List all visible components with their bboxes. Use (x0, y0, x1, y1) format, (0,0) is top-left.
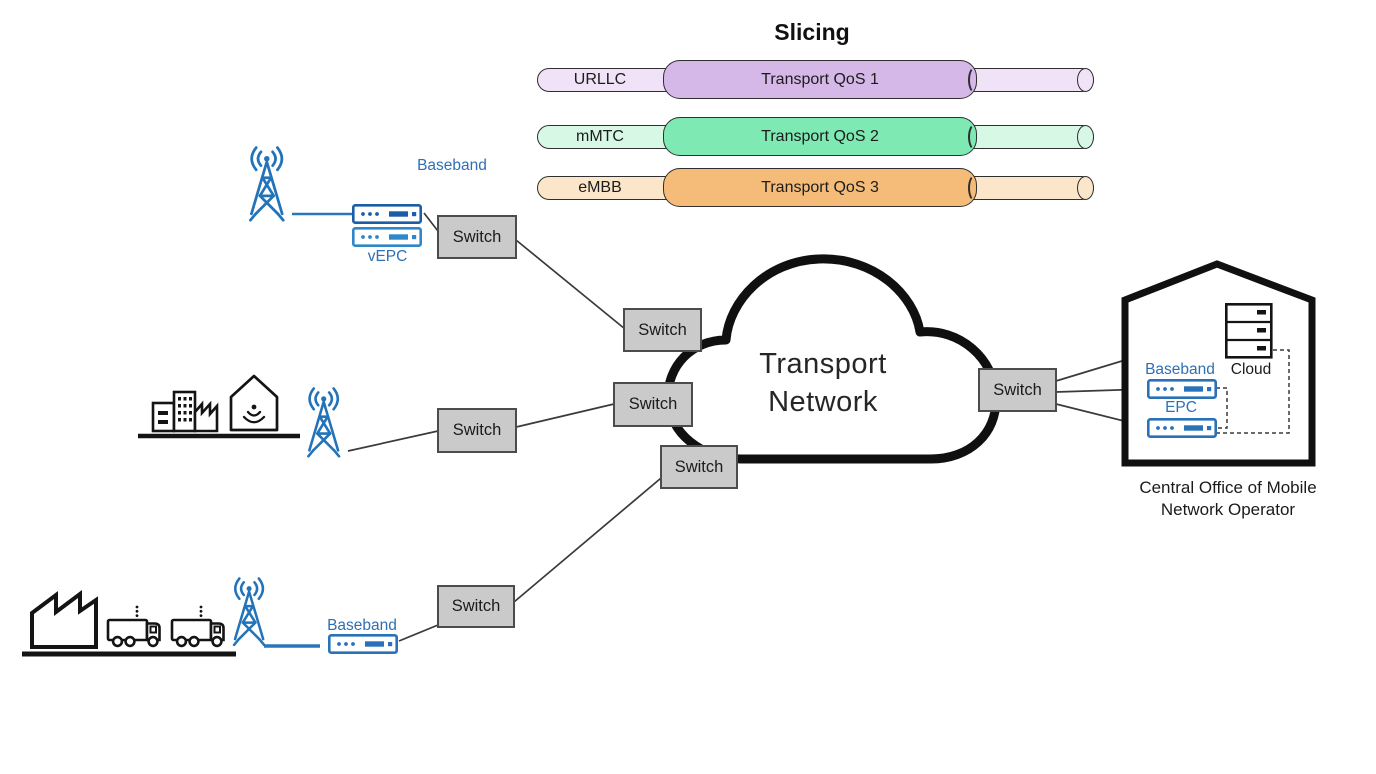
city-buildings-icon (151, 390, 219, 433)
transport-network-label-line2: Network (768, 386, 878, 418)
cloud-server-stack-icon (1224, 302, 1273, 359)
switch-site3: Switch (437, 585, 515, 628)
vepc-server-icon (351, 227, 423, 247)
slice-embb-qos-label: Transport QoS 3 (761, 179, 879, 196)
co-baseband-server-icon (1147, 378, 1217, 400)
radio-tower-icon (232, 577, 266, 647)
radio-tower-icon (307, 387, 341, 458)
link-switch1-to-cloudswitch-top (515, 239, 626, 330)
fronthaul-lines (264, 212, 352, 648)
central-office-caption-line2: Network Operator (1160, 500, 1296, 519)
slice-embb-pipe-joint (968, 174, 983, 202)
link-baseband3-to-switch (398, 624, 439, 642)
dashed-link-baseband-epc (1216, 387, 1228, 429)
slice-urllc-tail-pipe (961, 68, 1094, 92)
slice-embb-transport-pipe (663, 168, 977, 207)
slice-urllc-pipe-joint (968, 66, 983, 94)
radio-tower-icon (248, 146, 285, 222)
baseband-label-site3: Baseband (327, 617, 397, 634)
co-epc-label: EPC (1165, 399, 1197, 416)
link-tower2-to-switch (347, 430, 439, 452)
transport-network-label-line1: Transport (759, 348, 887, 380)
co-epc-server-icon (1147, 417, 1217, 439)
baseband-server-icon (351, 204, 423, 224)
link-switch3-to-cloudswitch-bottom (513, 472, 668, 603)
switch-site1: Switch (437, 215, 517, 259)
switch-cloud-bottom: Switch (660, 445, 738, 489)
baseband-server-icon (327, 633, 399, 655)
slice-embb-pipe-cap (1077, 176, 1094, 200)
central-office-caption-line1: Central Office of Mobile (1139, 478, 1317, 497)
link-switch2-to-cloudswitch-mid (511, 403, 615, 429)
slice-embb-label: eMBB (578, 179, 622, 196)
slice-urllc-label: URLLC (573, 71, 627, 88)
co-cloud-label: Cloud (1230, 361, 1272, 378)
slice-urllc-pipe-cap (1077, 68, 1094, 92)
factory-icon (30, 590, 98, 649)
dashed-links (1216, 349, 1290, 434)
truck-icon (106, 604, 161, 648)
slice-mmtc-pipe-cap (1077, 125, 1094, 149)
slice-mmtc-pipe-joint (968, 123, 983, 151)
switch-central-office: Switch (978, 368, 1057, 412)
central-office-caption: Central Office of Mobile Network Operato… (1103, 477, 1353, 521)
slice-mmtc-label: mMTC (576, 128, 624, 145)
switch-cloud-mid: Switch (613, 382, 693, 427)
dashed-link-cloud-epc (1217, 349, 1290, 434)
slice-urllc-qos-label: Transport QoS 1 (761, 71, 879, 88)
truck-icon (170, 604, 225, 648)
switch-site2: Switch (437, 408, 517, 453)
baseband-label-site1: Baseband (417, 157, 487, 174)
slice-mmtc-qos-label: Transport QoS 2 (761, 128, 879, 145)
switch-cloud-top: Switch (623, 308, 702, 352)
slice-urllc-transport-pipe (663, 60, 977, 99)
co-baseband-label: Baseband (1145, 361, 1215, 378)
slicing-title: Slicing (774, 19, 850, 45)
vepc-label: vEPC (367, 248, 408, 265)
smart-home-icon (229, 374, 279, 432)
